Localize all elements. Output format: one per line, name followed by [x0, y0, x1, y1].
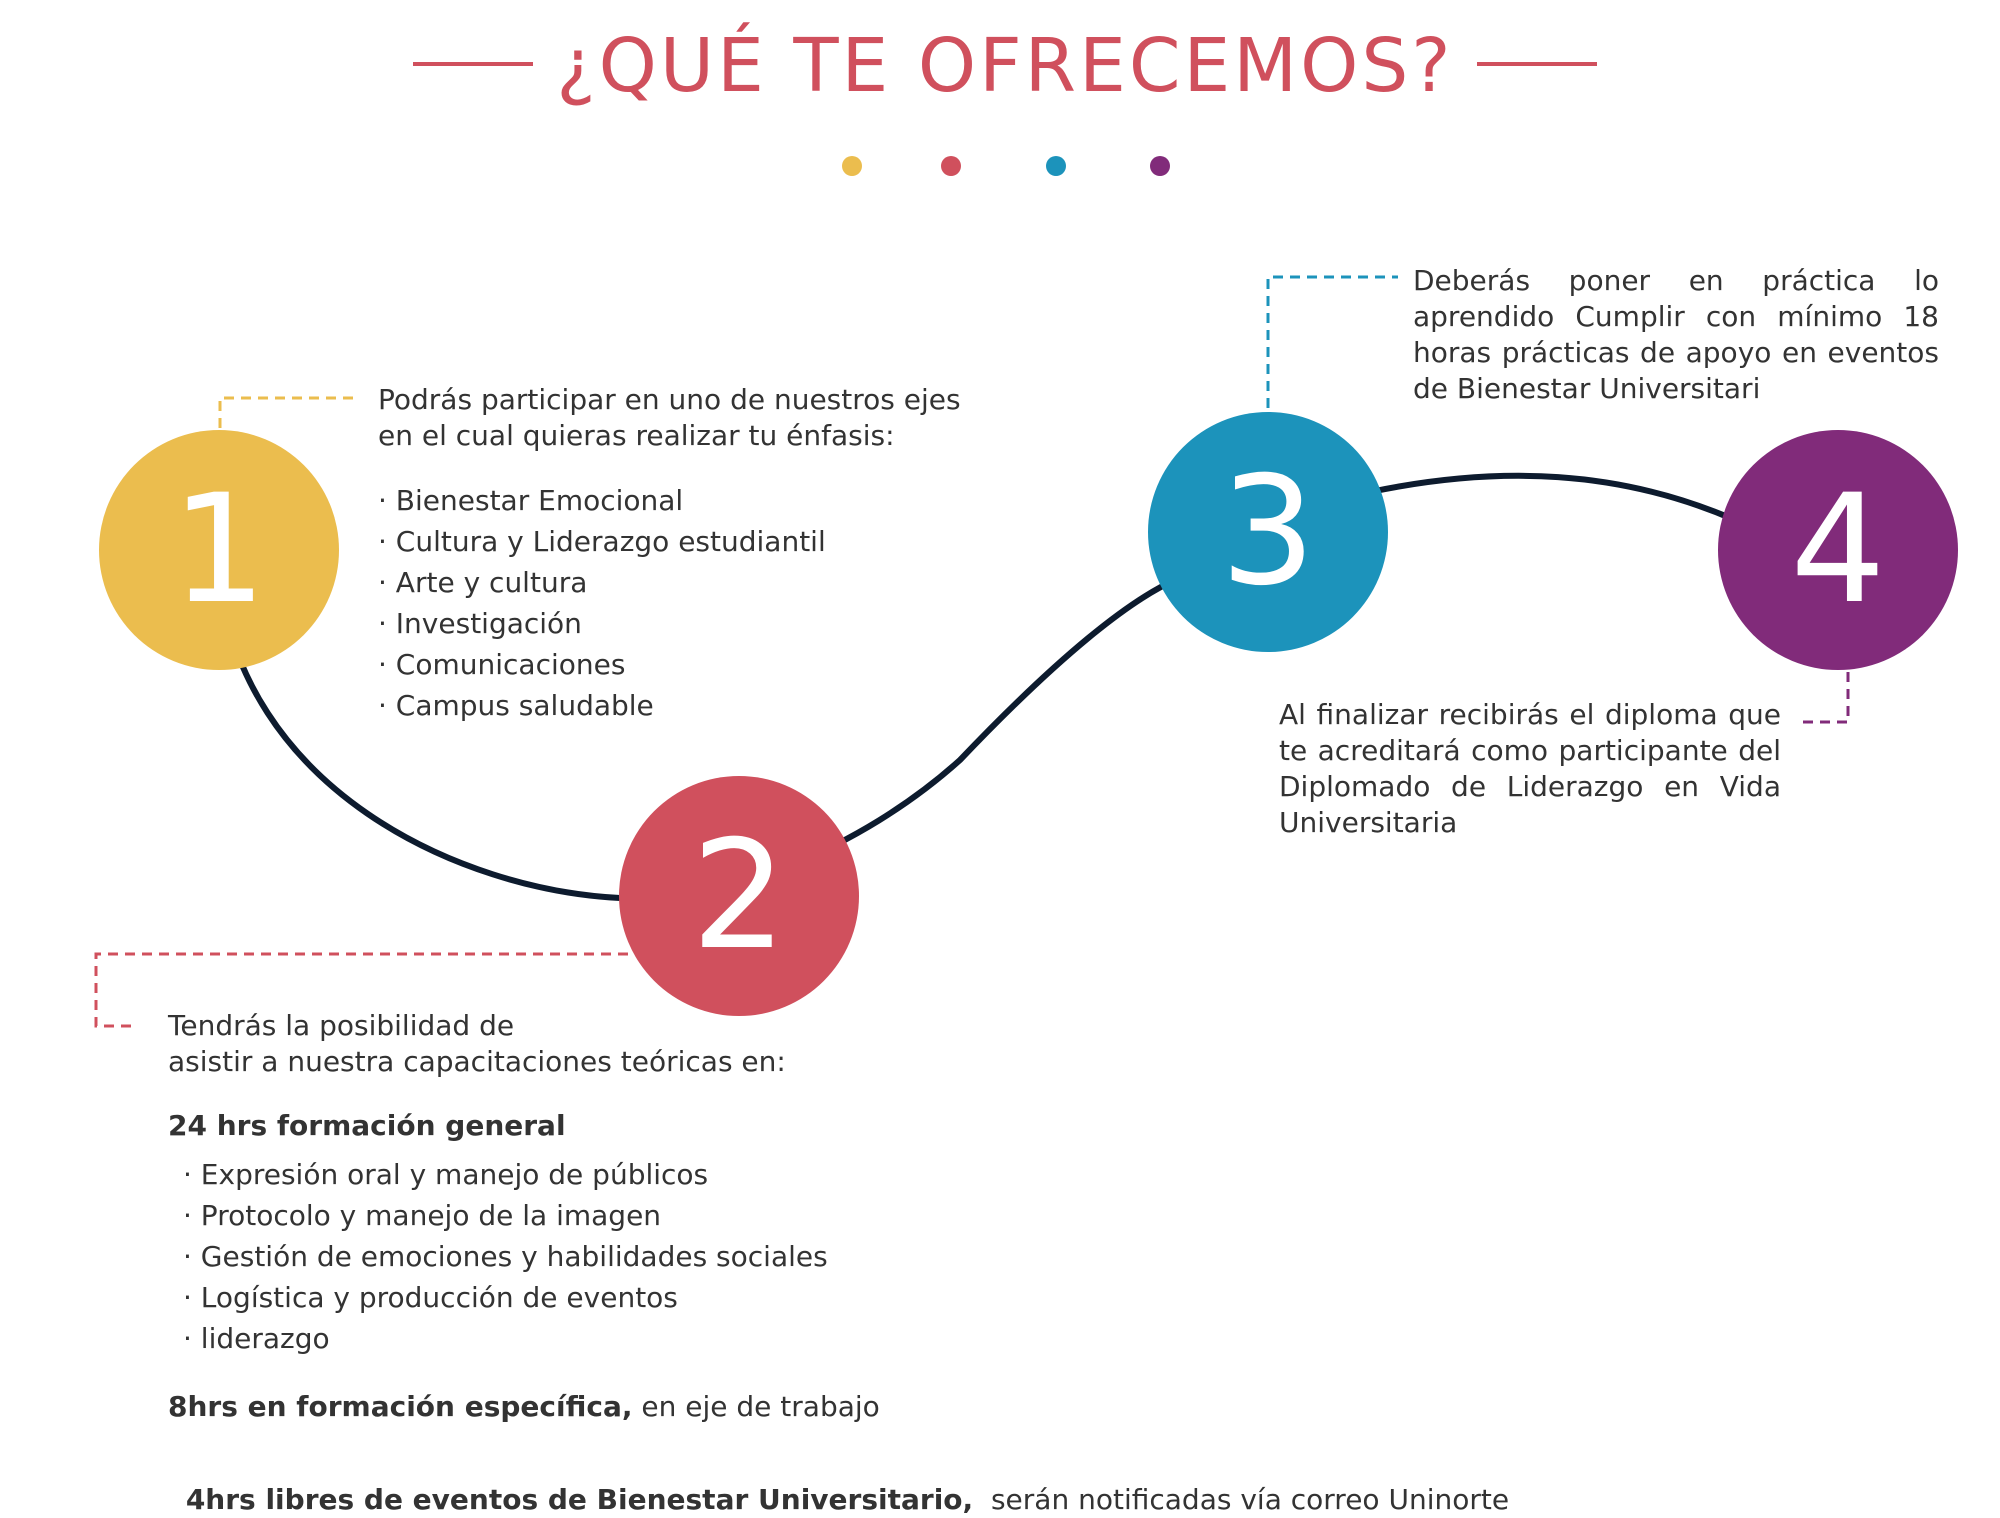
leader-line-2 — [94, 952, 628, 1028]
step-3-circle: 3 — [1148, 412, 1388, 652]
step-2-list-item: · Expresión oral y manejo de públicos — [183, 1158, 709, 1191]
step-1-list: · Bienestar Emocional · Cultura y Lideraz… — [378, 480, 826, 726]
step-2-description: Tendrás la posibilidad de asistir a nues… — [168, 1008, 786, 1080]
step-1-number: 1 — [171, 463, 267, 637]
step-1-list-item: · Comunicaciones — [378, 648, 626, 681]
step-2-free-bold: 4hrs libres de eventos de Bienestar Univ… — [185, 1483, 974, 1516]
step-2-list-item: · Logística y producción de eventos — [183, 1281, 678, 1314]
step-1-intro-line-1: Podrás participar en uno de nuestros eje… — [378, 383, 961, 416]
step-1-list-item: · Bienestar Emocional — [378, 484, 684, 517]
step-3-number: 3 — [1220, 445, 1316, 619]
step-2-list-item: · liderazgo — [183, 1322, 330, 1355]
step-1-circle: 1 — [99, 430, 339, 670]
step-2-list-item: · Gestión de emociones y habilidades soc… — [183, 1240, 828, 1273]
decor-dot-blue — [1046, 156, 1066, 176]
step-1-list-item: · Arte y cultura — [378, 566, 588, 599]
step-2-specific-bold: 8hrs en formación específica, — [168, 1390, 633, 1423]
step-1-list-item: · Campus saludable — [378, 689, 654, 722]
step-2-number: 2 — [691, 809, 787, 983]
step-4-number: 4 — [1790, 463, 1886, 637]
decor-dot-purple — [1150, 156, 1170, 176]
page-title: ¿QUÉ TE OFRECEMOS? — [556, 23, 1454, 109]
step-2-general-heading: 24 hrs formación general — [168, 1109, 566, 1142]
step-2-list-item: · Protocolo y manejo de la imagen — [183, 1199, 662, 1232]
leader-line-4 — [1798, 672, 1850, 724]
step-2-specific-rest: en eje de trabajo — [632, 1390, 880, 1423]
step-1-intro-line-2: en el cual quieras realizar tu énfasis: — [378, 419, 895, 452]
step-2-intro-line-2: asistir a nuestra capacitaciones teórica… — [168, 1045, 786, 1078]
decor-dot-red — [941, 156, 961, 176]
step-1-list-item: · Investigación — [378, 607, 582, 640]
step-2-free-line: 4hrs libres de eventos de Bienestar Univ… — [168, 1446, 1509, 1518]
step-2-circle: 2 — [619, 776, 859, 1016]
leader-line-3 — [1266, 275, 1398, 408]
step-1-list-item: · Cultura y Liderazgo estudiantil — [378, 525, 826, 558]
step-4-description: Al finalizar recibirás el diploma que te… — [1279, 698, 1781, 839]
step-2-list: · Expresión oral y manejo de públicos · P… — [183, 1154, 828, 1359]
step-3-description: Deberás poner en práctica lo aprendido C… — [1413, 264, 1939, 405]
leader-line-1 — [218, 396, 355, 428]
title-rule-right — [1477, 62, 1597, 66]
step-2-specific-line: 8hrs en formación específica, en eje de … — [168, 1389, 880, 1425]
title-rule-left — [413, 62, 533, 66]
step-1-description: Podrás participar en uno de nuestros eje… — [378, 382, 961, 454]
decor-dot-yellow — [842, 156, 862, 176]
step-2-intro-line-1: Tendrás la posibilidad de — [168, 1009, 515, 1042]
step-4-circle: 4 — [1718, 430, 1958, 670]
step-2-free-rest: serán notificadas vía correo Uninorte — [973, 1483, 1510, 1516]
